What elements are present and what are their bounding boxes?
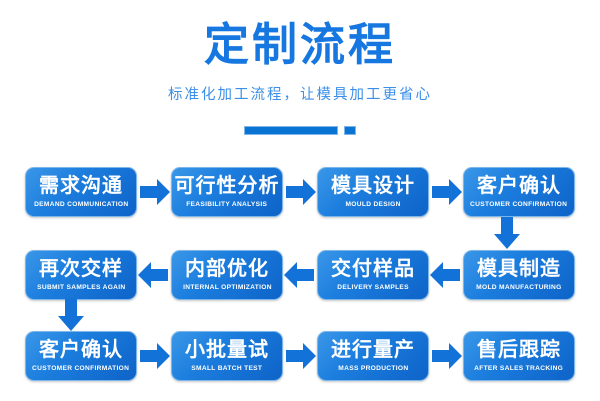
- node-label-en: SMALL BATCH TEST: [191, 365, 263, 372]
- node-label-en: CUSTOMER CONFIRMATION: [32, 365, 130, 372]
- flow-node-mold-manufacturing[interactable]: 模具制造 MOLD MANUFACTURING: [463, 250, 575, 300]
- flow-node-demand-communication[interactable]: 需求沟通 DEMAND COMMUNICATION: [25, 167, 137, 217]
- node-label-en: FEASIBILITY ANALYSIS: [186, 201, 268, 208]
- node-label-en: CUSTOMER CONFIRMATION: [470, 201, 568, 208]
- header-divider: [0, 126, 600, 135]
- node-label-en: AFTER SALES TRACKING: [474, 365, 564, 372]
- flow-node-internal-optimization[interactable]: 内部优化 INTERNAL OPTIMIZATION: [171, 250, 283, 300]
- flow-node-delivery-samples[interactable]: 交付样品 DELIVERY SAMPLES: [317, 250, 429, 300]
- node-label-cn: 模具制造: [477, 258, 561, 280]
- flow-row-2: 再次交样 SUBMIT SAMPLES AGAIN 内部优化 INTERNAL …: [0, 249, 600, 301]
- flow-node-small-batch-test[interactable]: 小批量试 SMALL BATCH TEST: [171, 331, 283, 381]
- divider-bar: [244, 126, 338, 135]
- arrow-right-icon: [283, 343, 317, 369]
- node-label-cn: 需求沟通: [39, 175, 123, 197]
- node-label-en: INTERNAL OPTIMIZATION: [182, 284, 272, 291]
- node-label-cn: 客户确认: [39, 339, 123, 361]
- node-label-cn: 内部优化: [185, 258, 269, 280]
- arrow-left-icon: [283, 262, 317, 288]
- divider-dot: [344, 126, 356, 135]
- node-label-en: DELIVERY SAMPLES: [337, 284, 409, 291]
- node-label-en: MASS PRODUCTION: [337, 365, 409, 372]
- flow-node-customer-confirmation-2[interactable]: 客户确认 CUSTOMER CONFIRMATION: [25, 331, 137, 381]
- flow-node-after-sales-tracking[interactable]: 售后跟踪 AFTER SALES TRACKING: [463, 331, 575, 381]
- arrow-left-icon: [429, 262, 463, 288]
- node-label-en: MOULD DESIGN: [345, 201, 401, 208]
- arrow-right-icon: [137, 179, 171, 205]
- flow-node-mould-design[interactable]: 模具设计 MOULD DESIGN: [317, 167, 429, 217]
- flow-row-3: 客户确认 CUSTOMER CONFIRMATION 小批量试 SMALL BA…: [0, 330, 600, 382]
- node-label-cn: 可行性分析: [174, 175, 280, 197]
- arrow-down-icon-row2-row3: [58, 299, 84, 331]
- flow-node-feasibility-analysis[interactable]: 可行性分析 FEASIBILITY ANALYSIS: [171, 167, 283, 217]
- node-label-cn: 进行量产: [331, 339, 415, 361]
- page-subtitle: 标准化加工流程，让模具加工更省心: [168, 87, 432, 103]
- arrow-right-icon: [283, 179, 317, 205]
- node-label-en: MOLD MANUFACTURING: [476, 284, 562, 291]
- flow-row-1: 需求沟通 DEMAND COMMUNICATION 可行性分析 FEASIBIL…: [0, 166, 600, 218]
- node-label-cn: 小批量试: [185, 339, 269, 361]
- arrow-right-icon: [429, 343, 463, 369]
- node-label-cn: 客户确认: [477, 175, 561, 197]
- node-label-cn: 交付样品: [331, 258, 415, 280]
- node-label-en: SUBMIT SAMPLES AGAIN: [36, 284, 126, 291]
- node-label-cn: 售后跟踪: [477, 339, 561, 361]
- flow-node-mass-production[interactable]: 进行量产 MASS PRODUCTION: [317, 331, 429, 381]
- header: 定制流程 标准化加工流程，让模具加工更省心: [0, 0, 600, 150]
- arrow-left-icon: [137, 262, 171, 288]
- page-title: 定制流程: [203, 19, 396, 70]
- arrow-right-icon: [137, 343, 171, 369]
- arrow-down-icon-row1-row2: [494, 217, 520, 249]
- node-label-cn: 模具设计: [331, 175, 415, 197]
- node-label-cn: 再次交样: [39, 258, 123, 280]
- flow-node-customer-confirmation-1[interactable]: 客户确认 CUSTOMER CONFIRMATION: [463, 167, 575, 217]
- flow-node-submit-samples-again[interactable]: 再次交样 SUBMIT SAMPLES AGAIN: [25, 250, 137, 300]
- node-label-en: DEMAND COMMUNICATION: [33, 201, 129, 208]
- arrow-right-icon: [429, 179, 463, 205]
